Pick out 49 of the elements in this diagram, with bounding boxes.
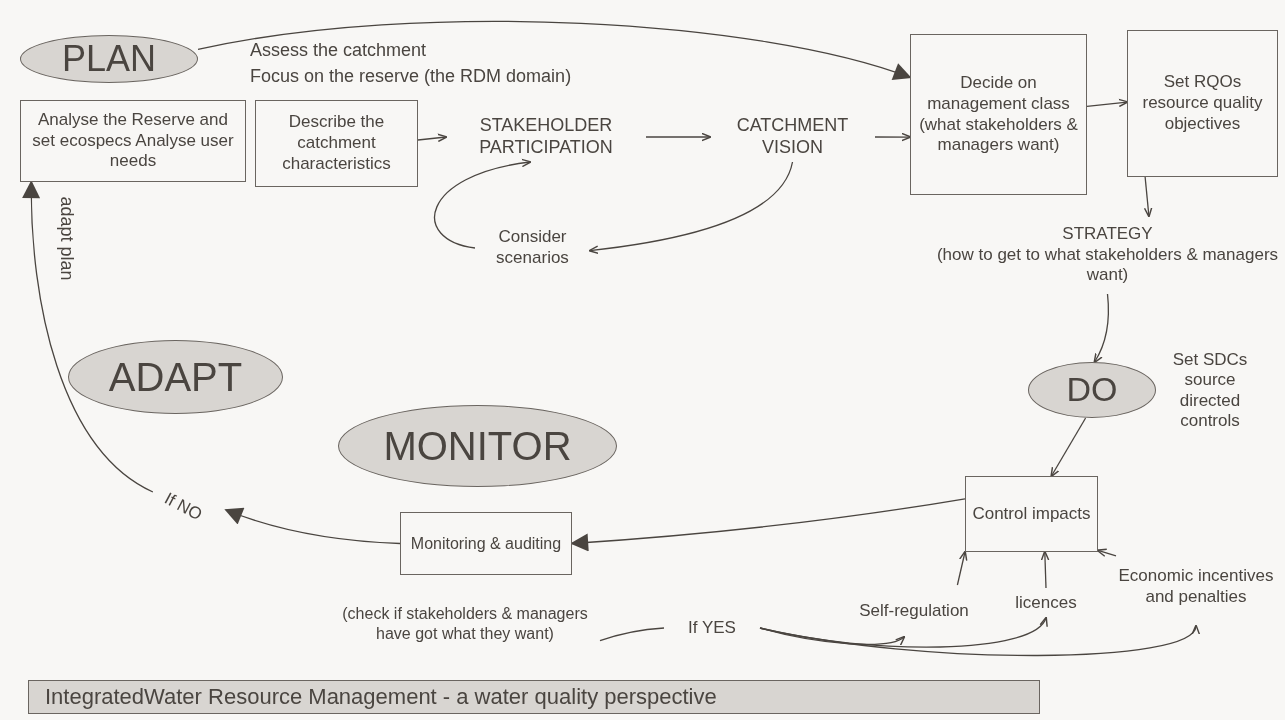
box-text: Decide on management class (what stakeholders & managers want) — [918, 73, 1079, 156]
process-box — [910, 34, 1087, 195]
phase-label: MONITOR — [383, 422, 572, 470]
node-text: (how to get to what stakeholders & managers want) — [935, 244, 1280, 287]
arrow — [588, 161, 794, 254]
arrow — [433, 159, 532, 249]
arrow — [874, 132, 912, 142]
arrow — [1093, 293, 1110, 364]
title-banner: IntegratedWater Resource Management - a water quality perspective — [28, 680, 1040, 714]
node-text: Economic incentives and penalties — [1117, 566, 1275, 608]
node-text: (check if stakeholders & managers have got what they want) — [341, 604, 589, 644]
arrow — [1040, 550, 1050, 589]
box-text: Describe the catchment characteristics — [281, 112, 392, 175]
arrow — [1143, 176, 1153, 218]
node-text: licences — [1015, 592, 1077, 614]
arrow — [956, 550, 968, 586]
phase-label: DO — [1066, 369, 1118, 411]
process-box — [400, 512, 572, 575]
node-text: If YES — [688, 617, 736, 639]
arrow — [1086, 98, 1129, 108]
arrow — [22, 180, 154, 493]
box-text: Analyse the Reserve and set ecospecs Analyse user needs — [31, 109, 235, 173]
side-note: Set SDCs source directed controls — [1171, 350, 1249, 432]
arrow — [645, 132, 712, 142]
edge-label: adapt plan — [55, 194, 77, 283]
node-text: Consider scenarios — [495, 227, 570, 269]
process-box — [965, 476, 1098, 552]
node-text: STRATEGY — [1062, 223, 1153, 245]
arrow — [417, 133, 448, 143]
phase-label: ADAPT — [108, 353, 243, 401]
box-text: Monitoring & auditing — [410, 533, 562, 554]
phase-label: PLAN — [61, 37, 156, 81]
note-text: Focus on the reserve (the RDM domain) — [250, 66, 572, 88]
note-text: Assess the catchment — [250, 40, 427, 62]
node-text: STAKEHOLDER PARTICIPATION — [478, 115, 614, 159]
node-text: Self-regulation — [859, 600, 969, 622]
process-box — [255, 100, 418, 187]
arrow — [1050, 417, 1087, 478]
arrow — [759, 624, 1198, 657]
arrow — [1096, 548, 1117, 557]
arrow — [570, 498, 966, 552]
node-text: If NO — [160, 488, 206, 526]
process-box — [1127, 30, 1278, 177]
box-text: Set RQOs resource quality objectives — [1141, 72, 1264, 135]
arrow — [197, 20, 912, 81]
arrow — [224, 507, 401, 545]
process-box — [20, 100, 246, 182]
node-text: CATCHMENT VISION — [735, 115, 850, 159]
box-text: Control impacts — [972, 503, 1091, 525]
